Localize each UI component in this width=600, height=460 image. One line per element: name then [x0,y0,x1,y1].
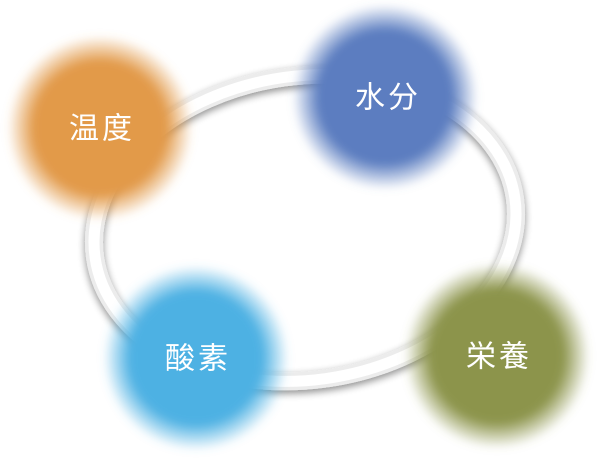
node-oxygen-circle [103,265,289,451]
node-oxygen: 酸素 [103,265,289,451]
node-nutrition-label: 栄養 [466,340,532,375]
cycle-ring [85,65,525,391]
node-nutrition-circle [404,263,590,449]
node-temperature-label: 温度 [69,112,135,147]
node-temperature: 温度 [7,35,193,221]
node-moisture-circle [292,4,478,190]
node-oxygen-label: 酸素 [165,342,231,377]
node-moisture: 水分 [292,4,478,190]
node-moisture-label: 水分 [355,81,421,116]
node-temperature-circle [7,35,193,221]
node-nutrition: 栄養 [404,263,590,449]
